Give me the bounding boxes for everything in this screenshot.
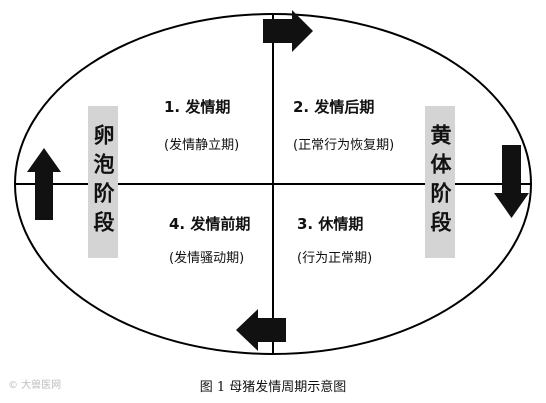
phase-metestrus-subtitle: (正常行为恢复期) xyxy=(293,138,395,153)
phase-diestrus-subtitle: (行为正常期) xyxy=(297,251,373,266)
watermark: © 大兽医网 xyxy=(8,380,62,391)
phase-estrus-subtitle: (发情静立期) xyxy=(164,138,240,153)
arrow-right-icon xyxy=(263,10,313,52)
luteal-stage-label: 黄体阶段 xyxy=(428,124,452,240)
phase-proestrus-subtitle: (发情骚动期) xyxy=(169,251,245,266)
arrow-left-icon xyxy=(236,309,286,351)
arrow-up-icon xyxy=(27,148,61,220)
figure-caption: 图 1 母猪发情周期示意图 xyxy=(199,380,347,395)
phase-metestrus-title: 2. 发情后期 xyxy=(293,98,375,116)
phase-estrus-title: 1. 发情期 xyxy=(164,98,231,116)
follicular-stage-panel: 卵泡阶段 xyxy=(88,106,118,258)
phase-proestrus-title: 4. 发情前期 xyxy=(169,215,251,233)
luteal-stage-panel: 黄体阶段 xyxy=(425,106,455,258)
follicular-stage-label: 卵泡阶段 xyxy=(91,124,115,240)
arrow-down-icon xyxy=(494,145,529,218)
phase-diestrus-title: 3. 休情期 xyxy=(297,215,364,233)
